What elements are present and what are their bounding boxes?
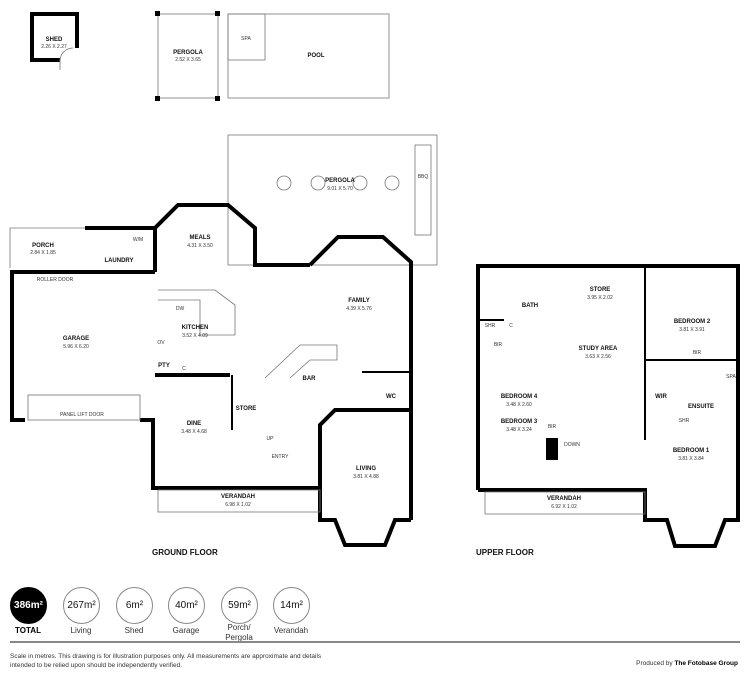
- bedroom2-dims: 3.81 X 3.91: [679, 327, 705, 333]
- credit: Produced by The Fotobase Group: [636, 660, 738, 667]
- spa-upper-label: SPA: [726, 374, 736, 380]
- wir-name: WIR: [655, 394, 667, 400]
- pergola-small: PERGOLA 2.52 X 3.65: [155, 11, 220, 101]
- area-porch-pergola-value: 59m²: [221, 587, 258, 624]
- study-dims: 3.63 X 2.56: [585, 354, 611, 360]
- shr-label: SHR: [485, 323, 496, 329]
- ceiling-fan-icon: [276, 175, 400, 191]
- pool: SPA POOL: [227, 13, 390, 99]
- kitchen-dims: 3.52 X 4.09: [182, 333, 208, 339]
- shed-dims: 2.26 X 2.27: [41, 44, 67, 50]
- floor-plan: SHED 2.26 X 2.27 PERGOLA 2.52 X 3.65 SPA…: [9, 11, 740, 557]
- shed: SHED 2.26 X 2.27: [30, 12, 79, 70]
- area-total-value: 386m²: [10, 587, 47, 624]
- disclaimer: Scale in metres. This drawing is for ill…: [10, 653, 322, 669]
- area-shed-value: 6m²: [116, 587, 153, 624]
- store-name: STORE: [236, 406, 257, 412]
- pergola-large-dims: 9.01 X 5.70: [327, 186, 353, 192]
- garage-name: GARAGE: [63, 336, 89, 342]
- upper-floor-title: UPPER FLOOR: [476, 548, 534, 557]
- area-living-label: Living: [70, 626, 92, 635]
- meals-dims: 4.31 X 3.50: [187, 243, 213, 249]
- panel-lift-door-label: PANEL LIFT DOOR: [60, 412, 104, 418]
- living-dims: 3.81 X 4.88: [353, 474, 379, 480]
- bedroom4-dims: 3.48 X 2.60: [506, 402, 532, 408]
- bbq-label: BBQ: [418, 174, 429, 180]
- down-label: DOWN: [564, 442, 580, 448]
- bedroom4-name: BEDROOM 4: [501, 394, 538, 400]
- spa-label: SPA: [241, 36, 251, 42]
- area-garage-value: 40m²: [168, 587, 205, 624]
- bir3-label: BIR: [548, 424, 557, 430]
- area-living-value: 267m²: [63, 587, 100, 624]
- ov-label: OV: [157, 340, 165, 346]
- area-verandah-label: Verandah: [273, 626, 309, 635]
- bar-name: BAR: [303, 376, 317, 382]
- area-shed-label: Shed: [124, 626, 144, 635]
- ground-floor-title: GROUND FLOOR: [152, 548, 218, 557]
- c-label: C: [182, 366, 186, 372]
- upper-floor: STORE 3.95 X 2.02 BATH SHR C BIR BEDROOM…: [476, 264, 740, 557]
- shed-name: SHED: [46, 37, 63, 43]
- bedroom1-name: BEDROOM 1: [673, 448, 710, 454]
- kitchen-name: KITCHEN: [182, 325, 209, 331]
- wm-label: W/M: [133, 237, 143, 243]
- bedroom3-name: BEDROOM 3: [501, 419, 538, 425]
- area-verandah-value: 14m²: [273, 587, 310, 624]
- porch-name: PORCH: [32, 243, 54, 249]
- credit-company: The Fotobase Group: [674, 660, 738, 667]
- entry-label: ENTRY: [272, 454, 290, 460]
- c-upper-label: C: [509, 323, 513, 329]
- bath-name: BATH: [522, 303, 538, 309]
- ground-floor: W/M PORCH 2.84 X 1.85 LAUNDRY ROLLER DOO…: [9, 203, 413, 557]
- dine-dims: 3.48 X 4.68: [181, 429, 207, 435]
- porch-dims: 2.84 X 1.85: [30, 250, 56, 256]
- pergola-large-name: PERGOLA: [325, 178, 355, 184]
- wc-name: WC: [386, 394, 397, 400]
- pergola-small-dims: 2.52 X 3.65: [175, 57, 201, 63]
- garage-dims: 5.96 X 6.20: [63, 344, 89, 350]
- verandah-name: VERANDAH: [221, 494, 255, 500]
- verandah-dims: 6.98 X 1.02: [225, 502, 251, 508]
- bir-label: BIR: [494, 342, 503, 348]
- family-dims: 4.39 X 5.76: [346, 306, 372, 312]
- up-label: UP: [267, 436, 275, 442]
- bedroom2-name: BEDROOM 2: [674, 319, 711, 325]
- dw-label: DW: [176, 306, 185, 312]
- living-name: LIVING: [356, 466, 376, 472]
- roller-door-label: ROLLER DOOR: [37, 277, 74, 283]
- meals-name: MEALS: [190, 235, 211, 241]
- pergola-large: BBQ PERGOLA 9.01 X 5.70: [227, 134, 438, 266]
- area-total-label: TOTAL: [15, 626, 41, 635]
- pergola-small-name: PERGOLA: [173, 50, 203, 56]
- ensuite-name: ENSUITE: [688, 404, 714, 410]
- study-name: STUDY AREA: [579, 346, 618, 352]
- laundry-name: LAUNDRY: [104, 258, 133, 264]
- bedroom1-dims: 3.81 X 3.84: [678, 456, 704, 462]
- family-name: FAMILY: [348, 298, 369, 304]
- pool-label: POOL: [307, 53, 324, 59]
- credit-prefix: Produced by: [636, 660, 673, 667]
- area-garage-label: Garage: [172, 626, 200, 635]
- store-upper-name: STORE: [590, 287, 611, 293]
- area-porch-pergola-label: Porch/ Pergola: [225, 623, 253, 642]
- store-upper-dims: 3.95 X 2.02: [587, 295, 613, 301]
- dine-name: DINE: [187, 421, 201, 427]
- shr-ensuite-label: SHR: [679, 418, 690, 424]
- verandah-upper-dims: 6.92 X 1.02: [551, 504, 577, 510]
- verandah-upper-name: VERANDAH: [547, 496, 581, 502]
- divider: [10, 641, 740, 643]
- bir2-label: BIR: [693, 350, 702, 356]
- pty-name: PTY: [158, 363, 170, 369]
- bedroom3-dims: 3.48 X 3.24: [506, 427, 532, 433]
